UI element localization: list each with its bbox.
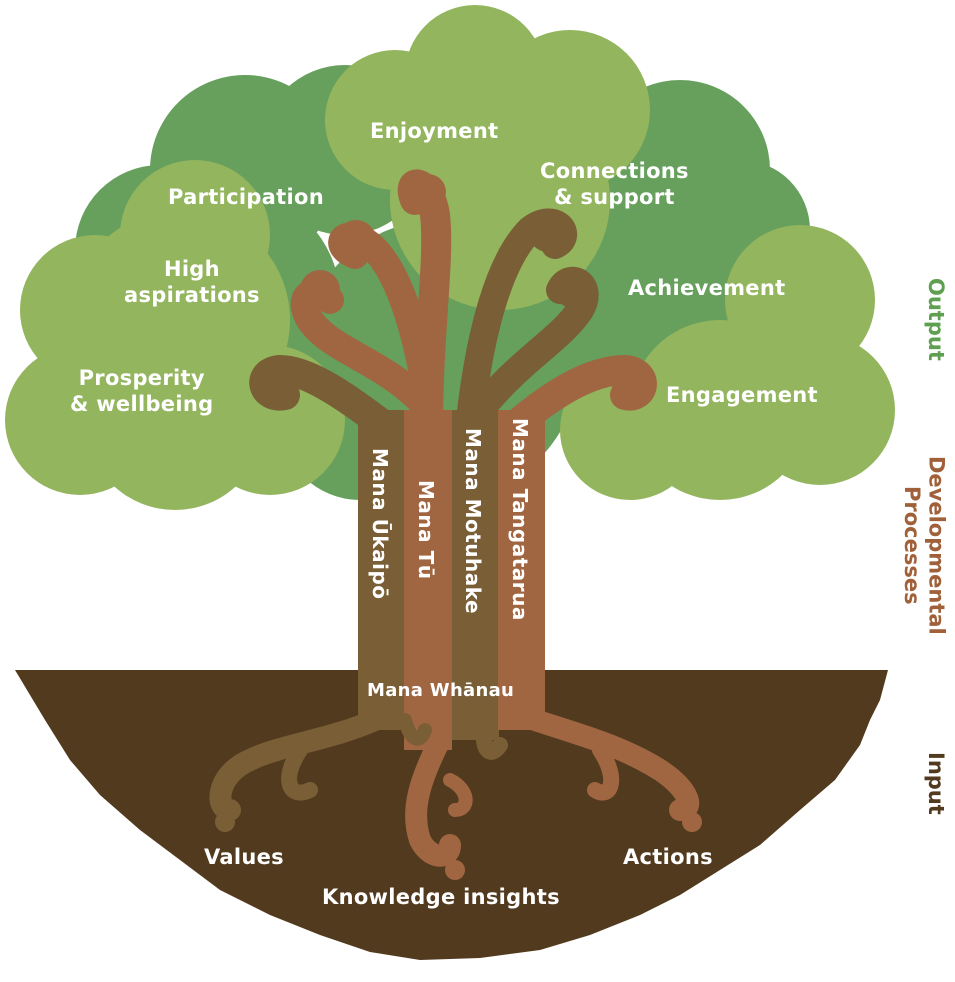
trunk bbox=[358, 410, 545, 750]
trunk-label-tangatarua: Mana Tangatarua bbox=[508, 418, 532, 621]
trunk-strand-motuhake bbox=[452, 410, 499, 740]
trunk-label-ukaipo: Mana Ūkaipō bbox=[368, 448, 392, 600]
side-label-output: Output bbox=[924, 278, 949, 361]
trunk-label-motuhake: Mana Motuhake bbox=[461, 428, 485, 615]
trunk-strand-tu bbox=[404, 410, 452, 750]
side-label-developmental-processes: Developmental Processes bbox=[900, 456, 949, 635]
outcome-participation: Participation bbox=[168, 185, 324, 209]
trunk-label-tu: Mana Tū bbox=[414, 480, 438, 580]
outcome-high-aspirations: High aspirations bbox=[124, 257, 260, 308]
root-right bbox=[524, 709, 700, 821]
canopy-light-layer bbox=[5, 5, 895, 510]
outcome-engagement: Engagement bbox=[666, 383, 818, 407]
outcome-connections-support: Connections & support bbox=[540, 159, 689, 210]
trunk-strand-ukaipo bbox=[358, 410, 405, 730]
root-left bbox=[209, 709, 386, 821]
trunk-strand-tangatarua bbox=[498, 410, 545, 730]
branches bbox=[249, 169, 657, 445]
root-label-actions: Actions bbox=[623, 845, 713, 869]
root-label-values: Values bbox=[204, 845, 284, 869]
root-center bbox=[405, 729, 461, 867]
outcome-achievement: Achievement bbox=[628, 276, 786, 300]
outcome-prosperity-wellbeing: Prosperity & wellbeing bbox=[70, 366, 214, 417]
root-label-knowledge-insights: Knowledge insights bbox=[322, 885, 560, 909]
roots bbox=[209, 709, 702, 880]
base-label-mana-whanau: Mana Whānau bbox=[367, 680, 515, 701]
side-label-input: Input bbox=[924, 752, 949, 815]
outcome-enjoyment: Enjoyment bbox=[370, 119, 499, 143]
